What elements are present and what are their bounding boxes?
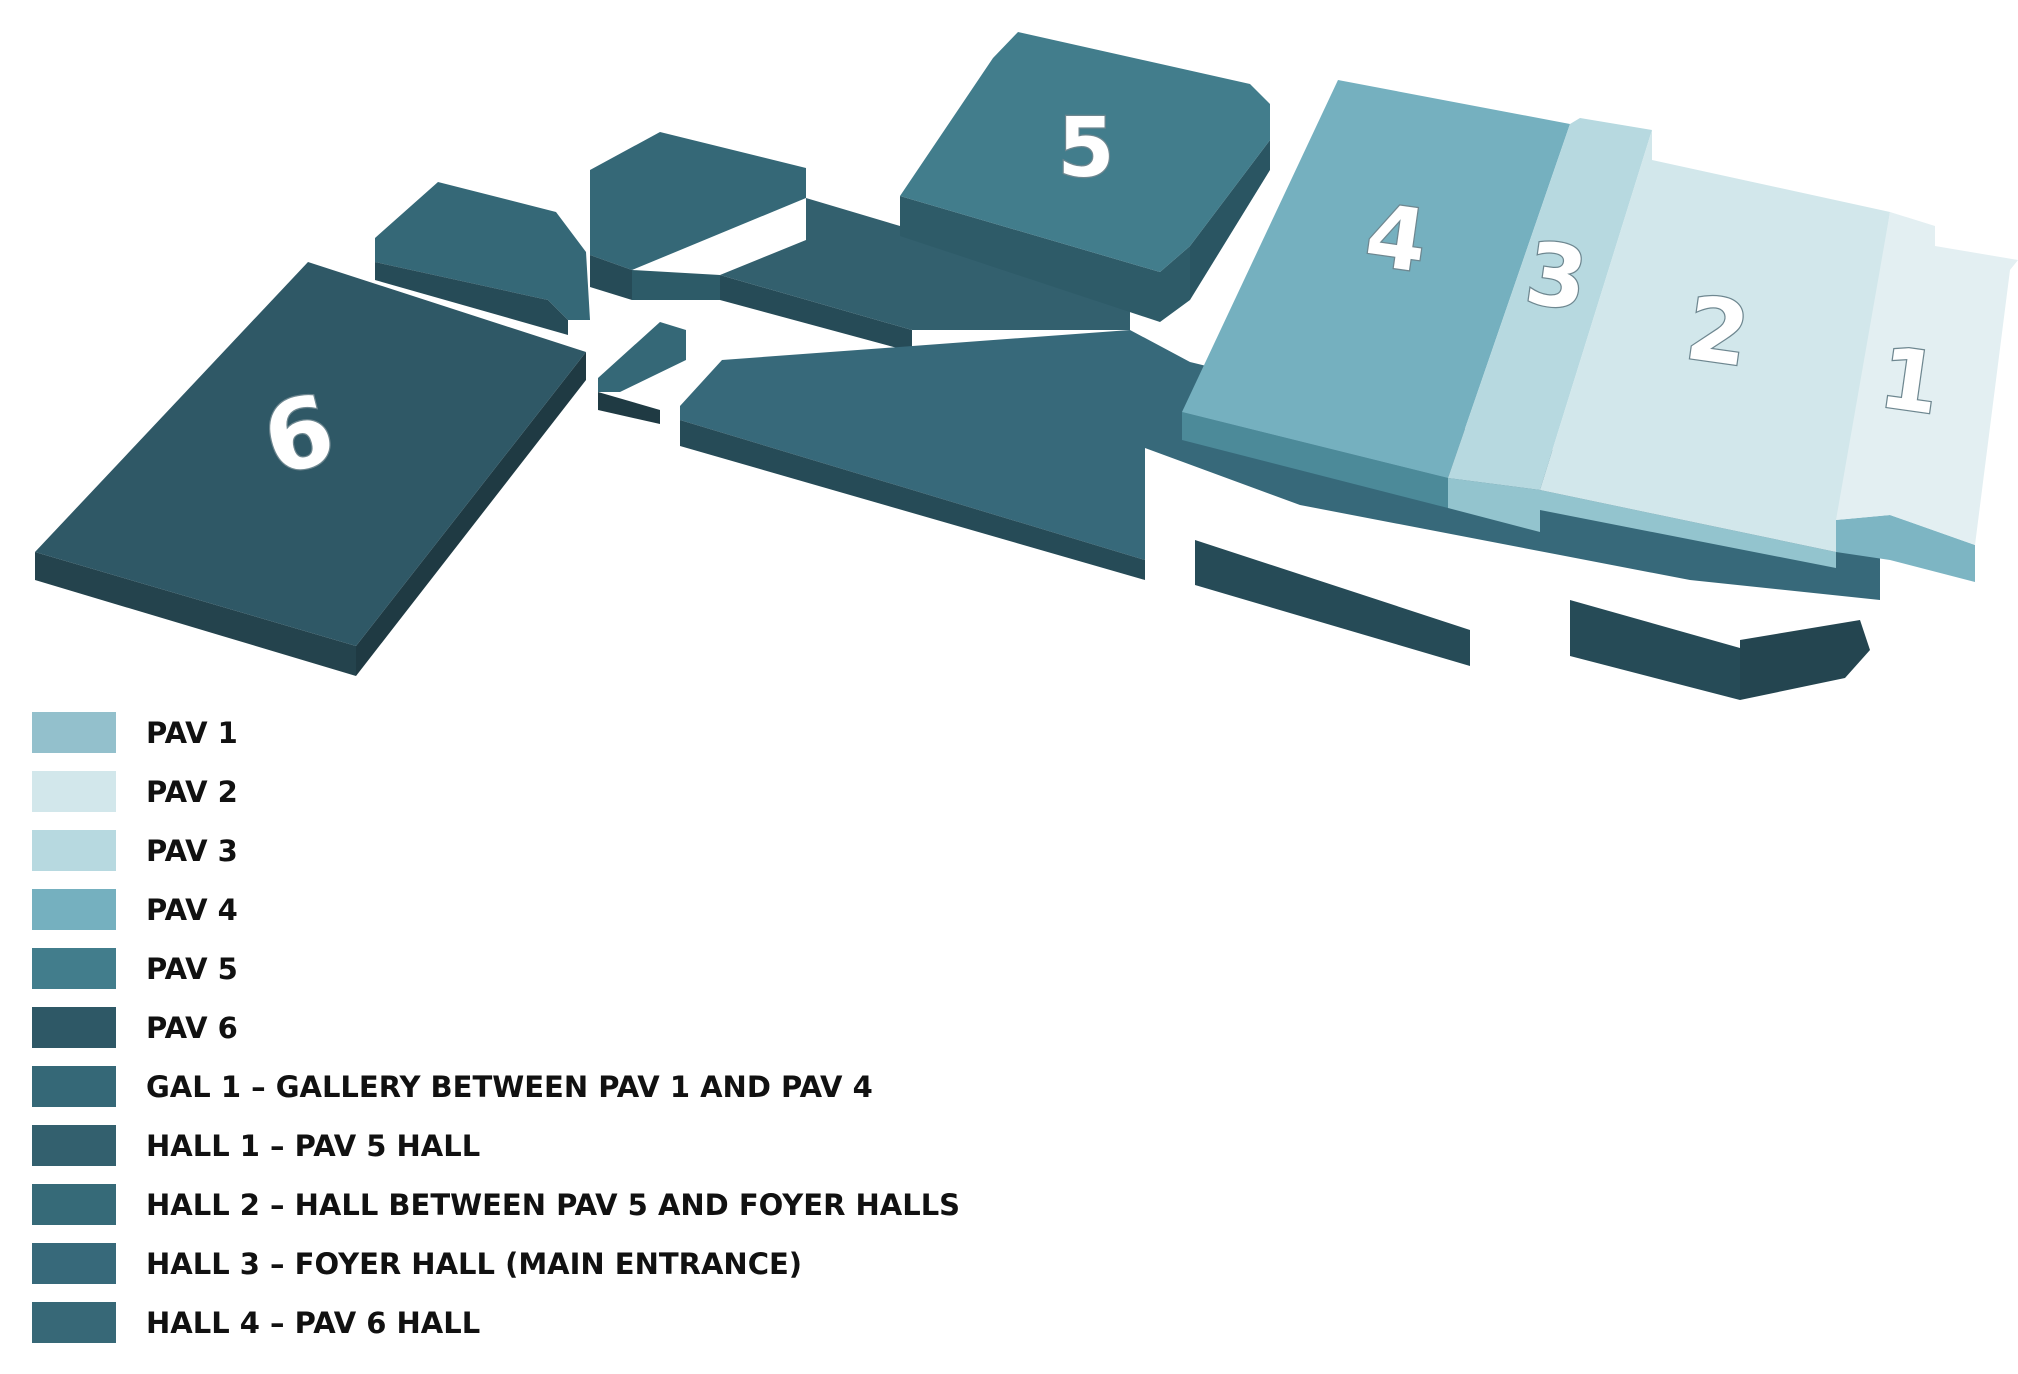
legend-item-pav6[interactable]: PAV 6: [32, 1007, 1132, 1066]
hall2-block[interactable]: [590, 132, 912, 352]
legend-swatch: [32, 948, 116, 989]
legend-label: PAV 6: [146, 1011, 238, 1045]
pav4-building[interactable]: [1182, 80, 1570, 508]
legend-swatch: [32, 830, 116, 871]
legend-label: PAV 1: [146, 716, 238, 750]
pav6-top: [35, 262, 586, 646]
legend-label: PAV 2: [146, 775, 238, 809]
legend-swatch: [32, 1066, 116, 1107]
pav6-side: [35, 552, 356, 676]
legend-swatch: [32, 1007, 116, 1048]
pav5-side: [900, 196, 1190, 322]
pav5-number: 5: [1057, 101, 1114, 196]
legend-item-pav5[interactable]: PAV 5: [32, 948, 1132, 1007]
hall3-small-side: [598, 392, 660, 424]
pav1-side: [1836, 515, 1975, 582]
map-legend: PAV 1 PAV 2 PAV 3 PAV 4 PAV 5 PAV 6 GAL …: [32, 712, 1132, 1361]
pav5-building[interactable]: [900, 32, 1270, 322]
pav2-side: [1540, 490, 1836, 568]
pav3-side: [1448, 478, 1540, 532]
pav2-number: 2: [1680, 276, 1755, 387]
legend-swatch: [32, 1302, 116, 1343]
hall3-small-top: [598, 322, 686, 392]
legend-label: GAL 1 – GALLERY BETWEEN PAV 1 AND PAV 4: [146, 1070, 873, 1104]
pav3-number: 3: [1520, 223, 1593, 330]
legend-swatch: [32, 712, 116, 753]
legend-label: HALL 3 – FOYER HALL (MAIN ENTRANCE): [146, 1247, 803, 1281]
pav5-side-right: [1190, 140, 1270, 300]
legend-item-gal1[interactable]: GAL 1 – GALLERY BETWEEN PAV 1 AND PAV 4: [32, 1066, 1132, 1125]
hall1-top: [720, 198, 1130, 330]
legend-item-pav4[interactable]: PAV 4: [32, 889, 1132, 948]
legend-item-hall2[interactable]: HALL 2 – HALL BETWEEN PAV 5 AND FOYER HA…: [32, 1184, 1132, 1243]
legend-label: HALL 1 – PAV 5 HALL: [146, 1129, 481, 1163]
legend-item-hall4[interactable]: HALL 4 – PAV 6 HALL: [32, 1302, 1132, 1361]
hall3-side-4: [1740, 620, 1870, 700]
hall1-block[interactable]: [720, 198, 1130, 330]
pav3-top: [1448, 118, 1652, 490]
hall2-top: [590, 132, 806, 270]
pav1-building[interactable]: [1836, 212, 2018, 582]
legend-label: HALL 2 – HALL BETWEEN PAV 5 AND FOYER HA…: [146, 1188, 961, 1222]
legend-label: HALL 4 – PAV 6 HALL: [146, 1306, 481, 1340]
legend-item-hall3[interactable]: HALL 3 – FOYER HALL (MAIN ENTRANCE): [32, 1243, 1132, 1302]
pav3-building[interactable]: [1448, 118, 1652, 532]
hall4-corridor[interactable]: [375, 182, 590, 335]
hall4-side: [375, 262, 568, 335]
legend-swatch: [32, 1243, 116, 1284]
hall2-annex-top: [632, 270, 720, 300]
legend-swatch: [32, 1125, 116, 1166]
pav4-side: [1182, 412, 1448, 508]
pav6-side-right: [356, 352, 586, 676]
hall2-annex-side: [720, 275, 912, 352]
pav4-top: [1182, 80, 1570, 478]
legend-swatch: [32, 771, 116, 812]
hall4-top: [375, 182, 590, 320]
legend-swatch: [32, 889, 116, 930]
hall3-side-3: [1570, 600, 1740, 700]
pav5-top: [900, 32, 1270, 272]
legend-item-pav3[interactable]: PAV 3: [32, 830, 1132, 889]
legend-item-pav2[interactable]: PAV 2: [32, 771, 1132, 830]
legend-label: PAV 4: [146, 893, 238, 927]
hall3-side-2: [1195, 540, 1470, 666]
hall2-side: [590, 255, 632, 300]
legend-item-pav1[interactable]: PAV 1: [32, 712, 1132, 771]
pav6-building[interactable]: [35, 262, 586, 676]
legend-swatch: [32, 1184, 116, 1225]
hall3-side: [680, 420, 1145, 580]
legend-label: PAV 3: [146, 834, 238, 868]
legend-label: PAV 5: [146, 952, 238, 986]
exhibition-floor-map: 6 5 4 3 2 1: [35, 32, 2018, 700]
pav1-top: [1836, 212, 2018, 545]
pav2-top: [1540, 130, 1890, 552]
pav2-building[interactable]: [1540, 130, 1890, 568]
legend-item-hall1[interactable]: HALL 1 – PAV 5 HALL: [32, 1125, 1132, 1184]
